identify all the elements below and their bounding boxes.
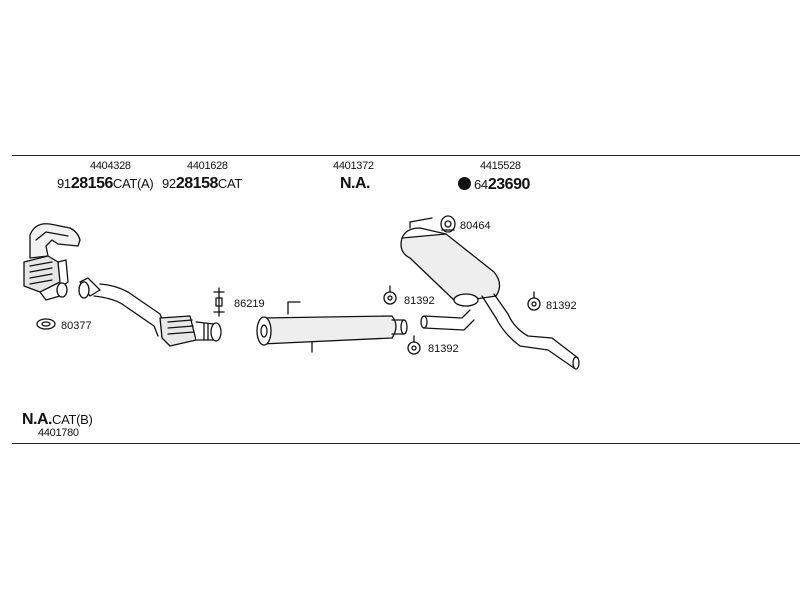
hanger-low-part-number: 81392	[428, 343, 459, 355]
clamp-part-number: 86219	[234, 298, 265, 310]
col1-reference: 9128156CAT(A)	[57, 175, 154, 192]
hanger-right-icon	[527, 291, 541, 311]
hanger-right-part-number: 81392	[546, 300, 577, 312]
col3-part-number: 4401372	[333, 160, 374, 172]
top-divider	[12, 155, 800, 156]
col4-reference: 6423690	[458, 176, 530, 194]
filled-circle-icon	[458, 177, 471, 190]
gasket-part-number: 80377	[61, 320, 92, 332]
hanger-top-icon	[440, 215, 456, 233]
footer-part-number: 4401780	[38, 427, 79, 439]
col2-part-number: 4401628	[187, 160, 228, 172]
gasket-icon	[36, 318, 56, 330]
hanger-mid-icon	[383, 285, 397, 305]
clamp-icon	[213, 287, 225, 317]
bottom-divider	[12, 443, 800, 444]
front-pipe	[78, 277, 222, 347]
manifold-catalyst	[23, 223, 81, 301]
hanger-mid-part-number: 81392	[404, 295, 435, 307]
hanger-low-icon	[407, 335, 421, 355]
col4-part-number: 4415528	[480, 160, 521, 172]
col1-part-number: 4404328	[90, 160, 131, 172]
rear-silencer	[400, 217, 580, 370]
hanger-top-part-number: 80464	[460, 220, 491, 232]
col3-not-available: N.A.	[340, 175, 371, 192]
middle-silencer	[256, 301, 408, 353]
col2-reference: 9228158CAT	[162, 175, 243, 192]
footer-reference: N.A.CAT(B)	[22, 411, 93, 428]
connecting-pipe	[420, 309, 475, 331]
